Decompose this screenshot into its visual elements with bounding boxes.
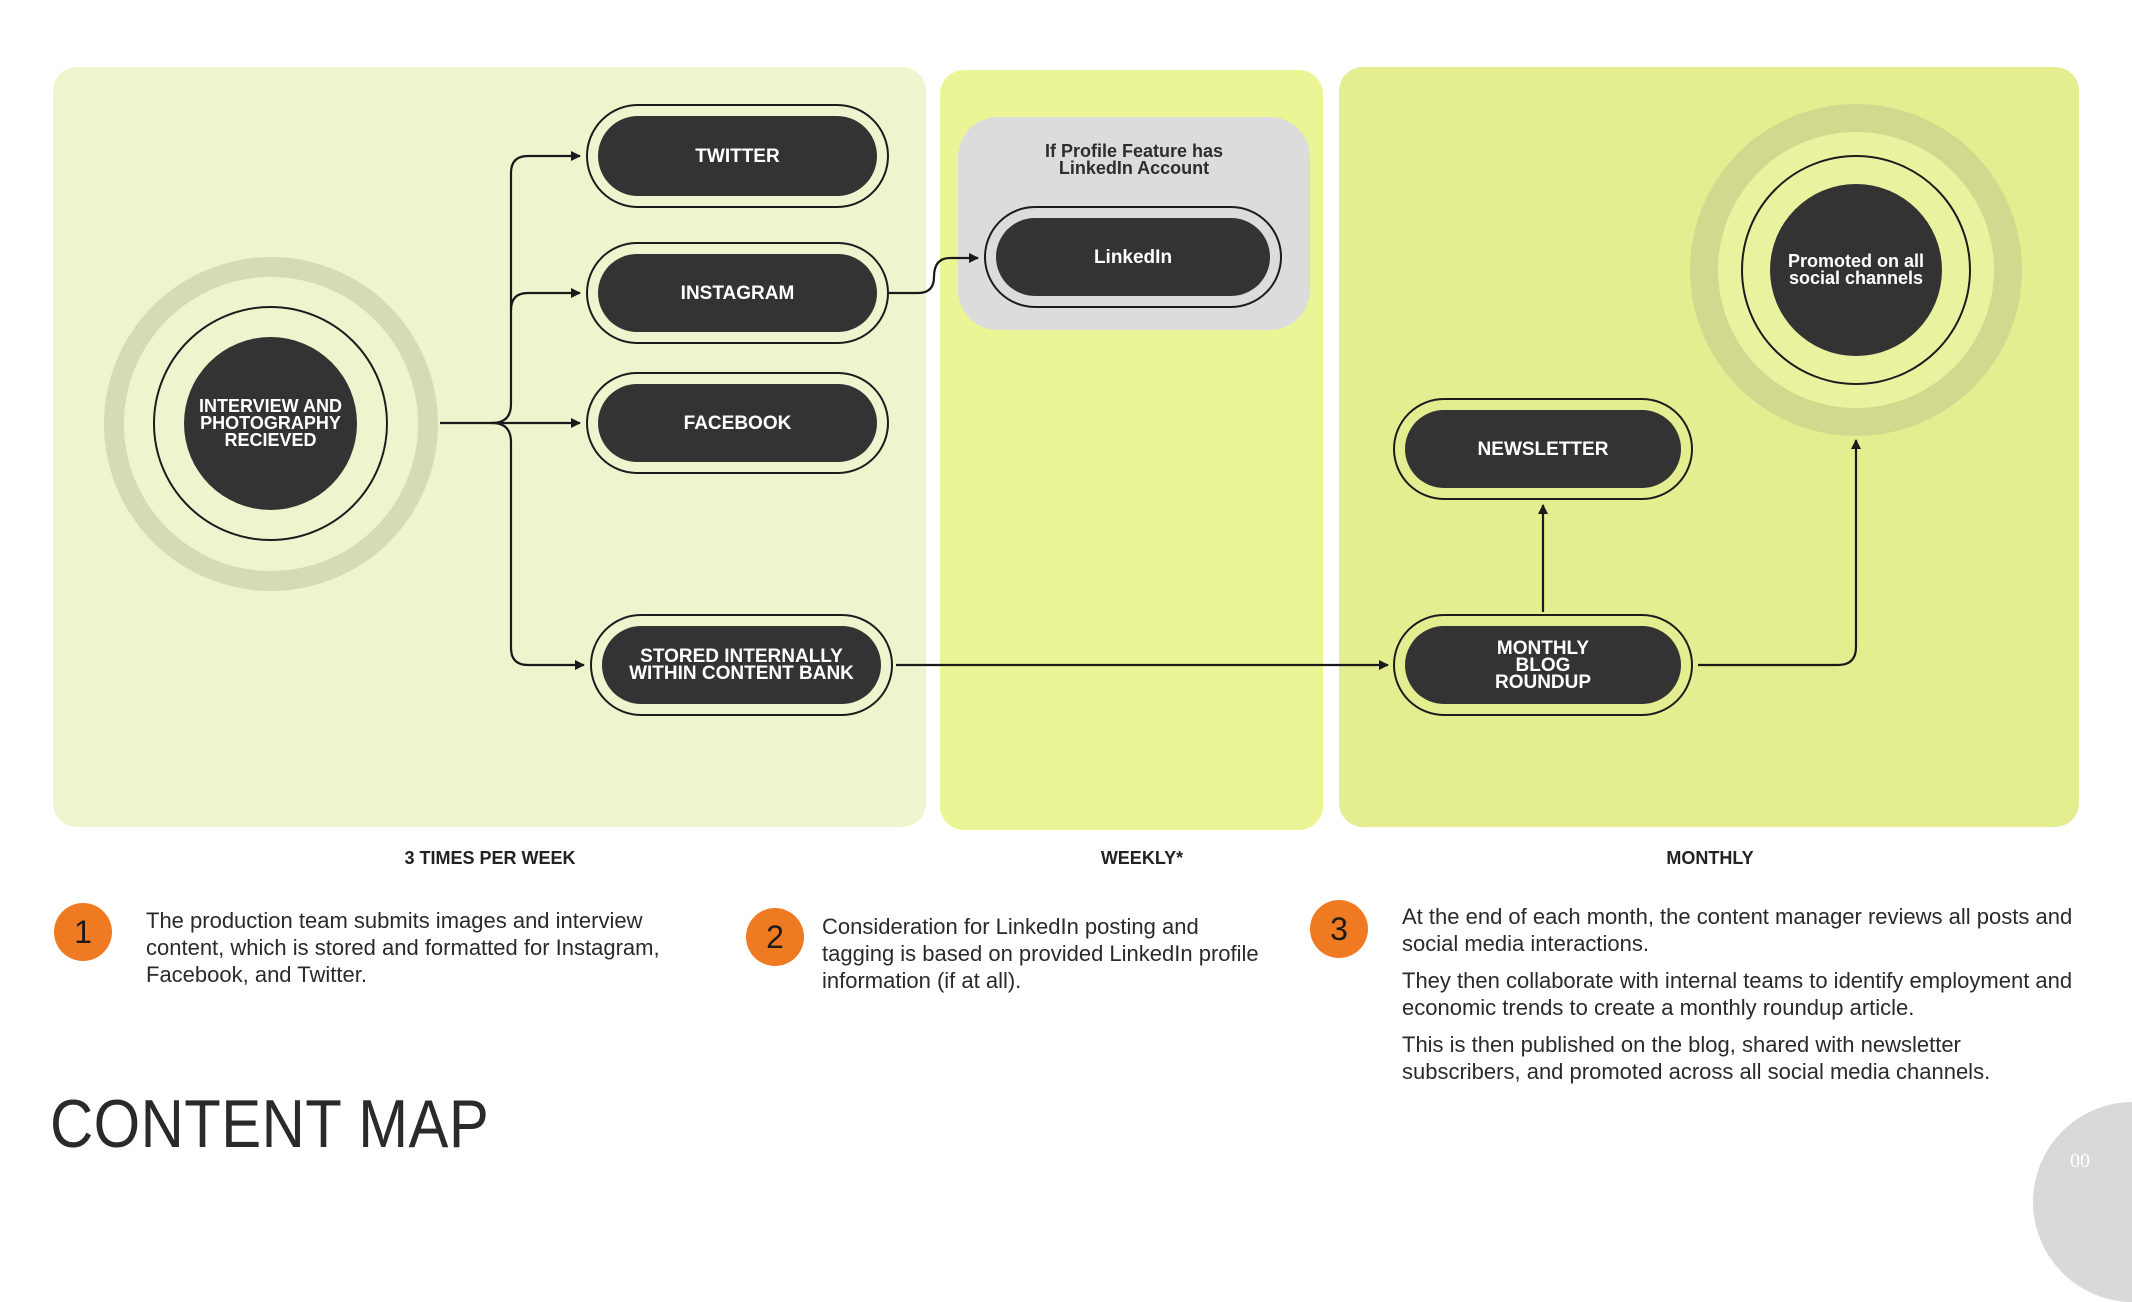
connector-blog-to-promoted <box>1698 439 1861 667</box>
frequency-label-monthly: MONTHLY <box>1666 848 1754 868</box>
linkedin-label: LinkedIn <box>1093 246 1173 268</box>
twitter-node: TWITTER <box>586 104 889 208</box>
step-2-text: Consideration for LinkedIn posting and t… <box>822 914 1259 993</box>
linkedin-node: LinkedIn <box>984 206 1282 308</box>
newsletter-node: NEWSLETTER <box>1393 398 1693 500</box>
frequency-label-weekly: WEEKLY* <box>1100 848 1184 868</box>
twitter-label: TWITTER <box>695 145 780 167</box>
page-title: CONTENT MAP <box>50 1086 490 1162</box>
start-node-disk <box>184 337 357 510</box>
blog-roundup-label: MONTHLY BLOG ROUNDUP <box>1494 637 1592 693</box>
step-3-paragraph-1: At the end of each month, the content ma… <box>1402 904 2073 956</box>
connector-instagram-to-linkedin <box>889 253 979 295</box>
connector-to-instagram <box>509 288 581 311</box>
newsletter-label: NEWSLETTER <box>1477 438 1609 460</box>
promoted-label: Promoted on all social channels <box>1787 251 1924 288</box>
content-bank-label: STORED INTERNALLY WITHIN CONTENT BANK <box>629 646 854 684</box>
instagram-node: INSTAGRAM <box>586 242 889 344</box>
facebook-node: FACEBOOK <box>586 372 889 474</box>
start-node-label: INTERVIEW AND PHOTOGRAPHY RECIEVED <box>198 396 342 450</box>
blog-roundup-node: MONTHLY BLOG ROUNDUP <box>1393 614 1693 716</box>
page-number: 00 <box>2070 1150 2090 1172</box>
connector-to-content-bank <box>491 421 585 670</box>
step-2-badge: 2 <box>746 908 804 966</box>
frequency-label-three-times-weekly: 3 TIMES PER WEEK <box>404 848 576 868</box>
connector-to-twitter <box>491 151 581 425</box>
step-3-text: At the end of each month, the content ma… <box>1402 903 2082 1095</box>
step-1-badge: 1 <box>54 903 112 961</box>
promoted-disk <box>1770 184 1942 356</box>
facebook-label: FACEBOOK <box>683 412 792 434</box>
linkedin-condition-label: If Profile Feature has LinkedIn Account <box>1044 141 1224 178</box>
content-bank-node: STORED INTERNALLY WITHIN CONTENT BANK <box>590 614 893 716</box>
step-1-text: The production team submits images and i… <box>146 908 660 987</box>
flow-connectors <box>440 151 1861 670</box>
step-3-paragraph-3: This is then published on the blog, shar… <box>1402 1032 1991 1084</box>
step-3-badge: 3 <box>1310 900 1368 958</box>
step-3-paragraph-2: They then collaborate with internal team… <box>1402 968 2073 1020</box>
instagram-label: INSTAGRAM <box>680 282 795 304</box>
